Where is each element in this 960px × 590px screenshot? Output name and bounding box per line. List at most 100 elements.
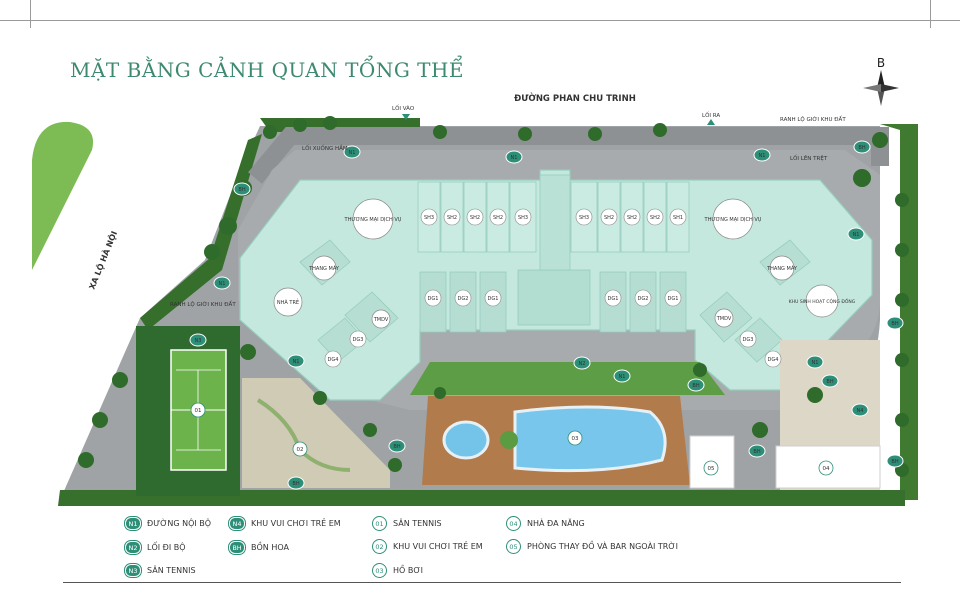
dg-units-right: [599, 271, 687, 333]
legend-n4-text: KHU VUI CHƠI TRẺ EM: [251, 519, 341, 528]
legend-04: 04 NHÀ ĐA NĂNG: [506, 516, 585, 531]
svg-text:DG4: DG4: [328, 357, 339, 363]
ramp-down-label: LỐI XUỐNG HẦM: [302, 144, 348, 152]
legend-03-badge: 03: [372, 563, 387, 578]
elevator-right-circle: [769, 255, 795, 281]
crop-mark-left-vertical: [30, 0, 31, 28]
legend-02-text: KHU VUI CHƠI TRẺ EM: [393, 542, 483, 551]
entrance-arrow: [402, 114, 410, 120]
svg-text:DG3: DG3: [353, 337, 364, 343]
svg-text:SH3: SH3: [518, 215, 528, 221]
boundary-top-label: RANH LỘ GIỚI KHU ĐẤT: [780, 115, 846, 123]
crop-mark-right-vertical: [930, 0, 931, 28]
legend-n4: N4 KHU VUI CHƠI TRẺ EM: [229, 517, 341, 530]
legend-n2: N2 LỐI ĐI BỘ: [125, 541, 186, 554]
svg-text:BH: BH: [858, 145, 865, 151]
svg-text:SH3: SH3: [424, 215, 434, 221]
legend-02-badge: 02: [372, 539, 387, 554]
tree-border-right: [880, 124, 918, 500]
badges: [189, 140, 904, 490]
svg-text:BH: BH: [692, 383, 699, 389]
legend-bh-badge: BH: [229, 541, 245, 554]
marker-02: 02: [297, 447, 304, 453]
compass-icon: [863, 70, 899, 106]
svg-text:BH: BH: [292, 481, 299, 487]
commercial-left-circle: [352, 198, 394, 240]
crop-mark-right-horizontal: [930, 20, 960, 21]
community-circle: [805, 284, 839, 318]
tmdv-left-text: TMDV: [373, 317, 389, 323]
legend-02: 02 KHU VUI CHƠI TRẺ EM: [372, 539, 483, 554]
legend-bh: BH BỒN HOA: [229, 541, 289, 554]
legend-01-badge: 01: [372, 516, 387, 531]
nursery-text: NHÀ TRẺ: [277, 298, 299, 306]
svg-text:SH3: SH3: [579, 215, 589, 221]
north-arrow: B: [858, 56, 904, 108]
legend-n2-badge: N2: [125, 541, 141, 554]
svg-text:BH: BH: [826, 379, 833, 385]
elevator-left-text: THANG MÁY: [308, 265, 340, 272]
legend-03: 03 HỒ BƠI: [372, 563, 423, 578]
road-upper: [248, 127, 889, 184]
svg-text:N1: N1: [511, 155, 518, 161]
tree-border-bottom: [58, 490, 905, 506]
svg-text:BH: BH: [753, 449, 760, 455]
legend-01-text: SÂN TENNIS: [393, 519, 442, 528]
svg-text:BH: BH: [891, 459, 898, 465]
svg-text:DG4: DG4: [768, 357, 779, 363]
svg-text:DG1: DG1: [608, 296, 619, 302]
marker-05: 05: [708, 466, 715, 472]
svg-text:SH2: SH2: [627, 215, 637, 221]
legend-n1-text: ĐƯỜNG NỘI BỘ: [147, 519, 212, 528]
community-text: KHU SINH HOẠT CỘNG ĐỒNG: [789, 296, 856, 305]
marker-04: 04: [823, 466, 830, 472]
svg-text:BH: BH: [238, 187, 245, 193]
svg-text:N1: N1: [812, 360, 819, 366]
legend-n3-text: SÂN TENNIS: [147, 566, 196, 575]
elevator-left-circle: [311, 255, 337, 281]
legend-n3: N3 SÂN TENNIS: [125, 564, 196, 577]
pool-main: [513, 405, 667, 473]
legend-04-badge: 04: [506, 516, 521, 531]
legend-05-text: PHÒNG THAY ĐỒ VÀ BAR NGOÀI TRỜI: [527, 542, 678, 551]
entrance-label: LỐI VÀO: [392, 104, 415, 112]
crop-mark-top-line: [30, 20, 930, 21]
svg-text:SH1: SH1: [673, 215, 683, 221]
svg-text:DG1: DG1: [488, 296, 499, 302]
elevator-right-text: THANG MÁY: [766, 265, 798, 272]
svg-text:SH2: SH2: [493, 215, 503, 221]
legend-n3-badge: N3: [125, 564, 141, 577]
svg-text:N1: N1: [293, 359, 300, 365]
commercial-right-text: THƯƠNG MẠI DỊCH VỤ: [704, 217, 762, 223]
svg-text:SH2: SH2: [470, 215, 480, 221]
svg-text:DG3: DG3: [743, 337, 754, 343]
lawn-strip: [32, 121, 94, 271]
road-left-label: XA LỘ HÀ NỘI: [86, 229, 119, 291]
svg-text:BH: BH: [891, 321, 898, 327]
legend-n2-text: LỐI ĐI BỘ: [147, 543, 186, 552]
north-label: B: [876, 56, 886, 70]
dg-units-left: [419, 271, 507, 333]
svg-text:DG1: DG1: [668, 296, 679, 302]
legend-05: 05 PHÒNG THAY ĐỒ VÀ BAR NGOÀI TRỜI: [506, 539, 678, 554]
legend-05-badge: 05: [506, 539, 521, 554]
crop-mark-left-horizontal: [0, 20, 30, 21]
tree-border-left: [140, 134, 262, 330]
road-top-label: ĐƯỜNG PHAN CHU TRINH: [514, 92, 636, 104]
marker-03: 03: [572, 436, 579, 442]
tmdv-left-circle: [371, 309, 391, 329]
svg-text:SH2: SH2: [604, 215, 614, 221]
exit-arrow: [707, 119, 715, 125]
svg-text:DG2: DG2: [638, 296, 649, 302]
svg-text:DG1: DG1: [428, 296, 439, 302]
svg-text:DG2: DG2: [458, 296, 469, 302]
svg-text:N3: N3: [195, 338, 202, 344]
pool-small: [442, 420, 490, 460]
svg-text:N4: N4: [857, 408, 864, 414]
boundary-left-label: RANH LỘ GIỚI KHU ĐẤT: [170, 300, 236, 308]
legend-n1-badge: N1: [125, 517, 141, 530]
center-corridor: [517, 269, 591, 326]
tmdv-right-text: TMDV: [716, 316, 732, 322]
pool-island: [500, 431, 518, 449]
